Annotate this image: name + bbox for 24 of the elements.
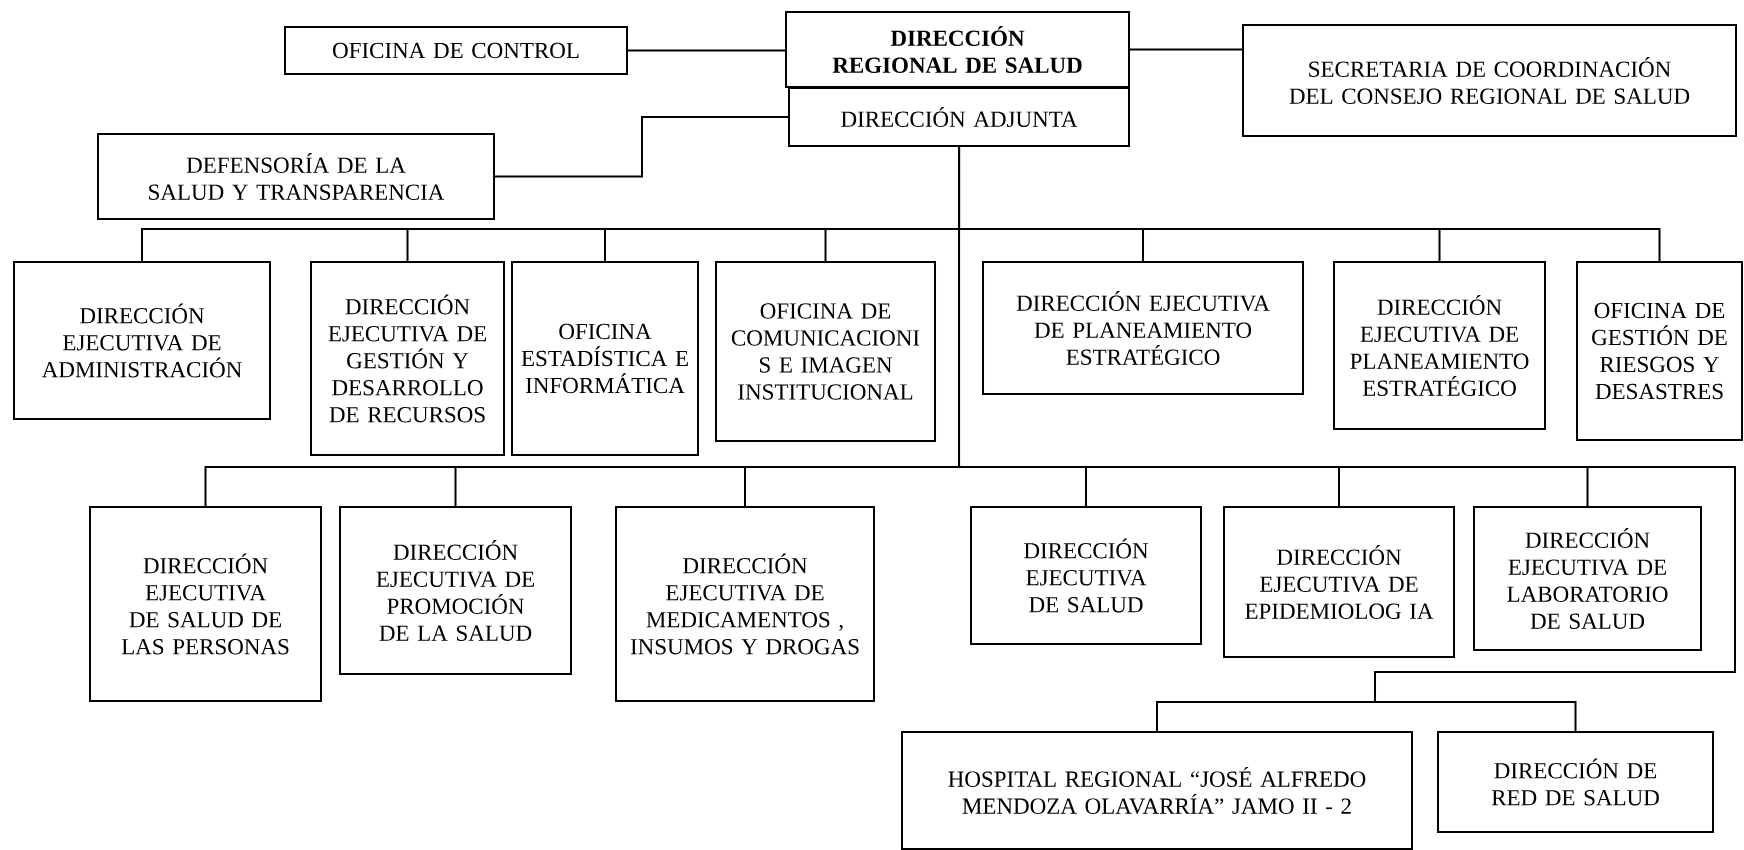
- unit-box: OFICINA ESTADÍSTICA E INFORMÁTICA: [511, 261, 699, 456]
- unit-box: DIRECCIÓN EJECUTIVA DE SALUD: [970, 506, 1202, 645]
- unit-box: DIRECCIÓN EJECUTIVA DE PROMOCIÓN DE LA SALUD: [339, 506, 572, 675]
- unit-box: DIRECCIÓN EJECUTIVA DE EPIDEMIOLOG IA: [1223, 506, 1455, 658]
- unit-box: OFICINA DE CONTROL: [284, 26, 628, 75]
- unit-box: DIRECCIÓN ADJUNTA: [788, 87, 1130, 147]
- unit-box: SECRETARIA DE COORDINACIÓN DEL CONSEJO REGIONAL DE SALUD: [1242, 24, 1737, 137]
- connector-line: [494, 116, 789, 178]
- unit-box: DIRECCIÓN EJECUTIVA DE PLANEAMIENTO ESTRATÉGICO: [982, 261, 1304, 395]
- unit-box: OFICINA DE GESTIÓN DE RIESGOS Y DESASTRES: [1576, 261, 1743, 441]
- unit-box: OFICINA DE COMUNICACIONI S E IMAGEN INSTITUCIONAL: [715, 261, 936, 442]
- unit-box: DIRECCIÓN EJECUTIVA DE ADMINISTRACIÓN: [13, 261, 271, 420]
- unit-box: DIRECCIÓN DE RED DE SALUD: [1437, 731, 1714, 833]
- unit-box: DIRECCIÓN EJECUTIVA DE SALUD DE LAS PERSONAS: [89, 506, 322, 702]
- connector-line: [958, 146, 1736, 732]
- unit-box: DIRECCIÓN EJECUTIVA DE LABORATORIO DE SALUD: [1473, 506, 1702, 651]
- unit-box: DIRECCIÓN EJECUTIVA DE PLANEAMIENTO ESTRATÉGICO: [1333, 261, 1546, 430]
- unit-box: HOSPITAL REGIONAL “JOSÉ ALFREDO MENDOZA OLAVARRÍA” JAMO II - 2: [901, 731, 1413, 850]
- connector-line: [627, 49, 786, 52]
- title-box: DIRECCIÓN REGIONAL DE SALUD: [785, 11, 1130, 88]
- unit-box: DIRECCIÓN EJECUTIVA DE GESTIÓN Y DESARROLLO DE RECURSOS: [310, 261, 505, 456]
- unit-box: DEFENSORÍA DE LA SALUD Y TRANSPARENCIA: [97, 133, 495, 220]
- unit-box: DIRECCIÓN EJECUTIVA DE MEDICAMENTOS , INSUMOS Y DROGAS: [615, 506, 875, 702]
- connector-line: [1129, 48, 1243, 51]
